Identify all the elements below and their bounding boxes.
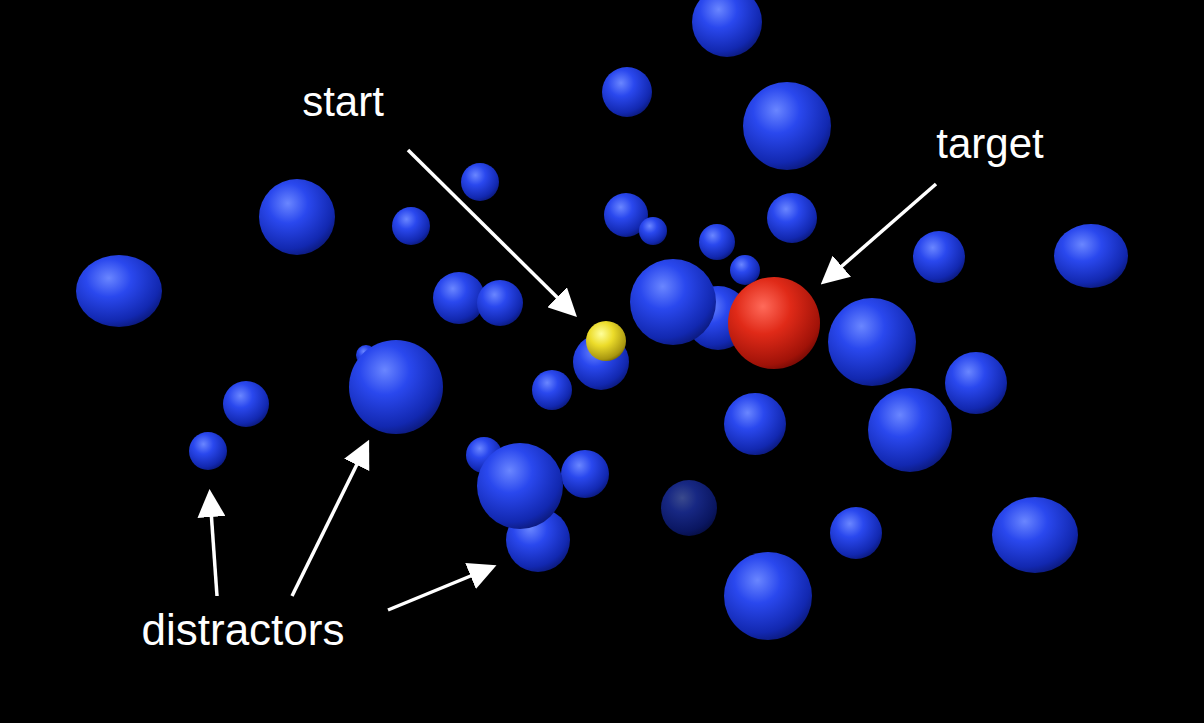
distractors-label: distractors (142, 608, 345, 652)
target-label: target (936, 123, 1043, 165)
distractor-spheres (76, 0, 1128, 640)
target-sphere (728, 277, 820, 369)
start-label: start (302, 81, 384, 123)
start-sphere (586, 321, 626, 361)
leader-arrows (210, 150, 936, 610)
